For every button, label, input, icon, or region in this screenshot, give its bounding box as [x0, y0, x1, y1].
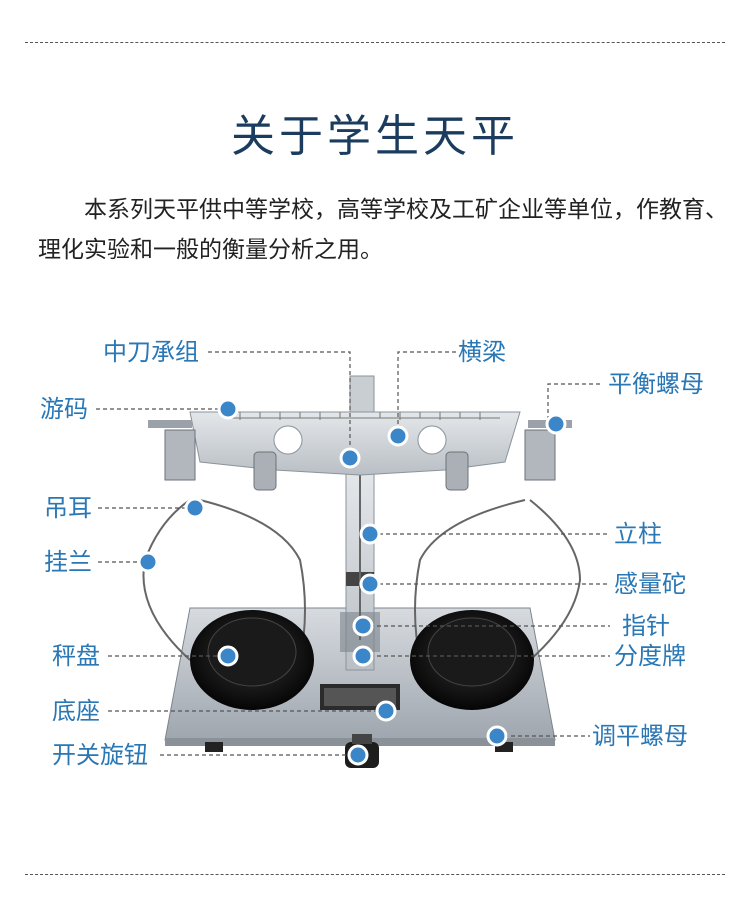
marker-gualan [137, 551, 159, 573]
marker-kaiguan [347, 744, 369, 766]
label-hengliang: 横梁 [458, 338, 506, 366]
marker-youma [217, 398, 239, 420]
label-youma: 游码 [40, 395, 88, 423]
marker-diaoer [184, 497, 206, 519]
label-ganliangtuo: 感量砣 [614, 570, 686, 598]
beam-graphic [148, 411, 572, 491]
label-fendupai: 分度牌 [614, 642, 686, 670]
label-gualan: 挂兰 [44, 548, 92, 576]
intro-paragraph: 本系列天平供中等学校，高等学校及工矿企业等单位，作教育、理化实验和一般的衡量分析… [38, 197, 728, 263]
label-tiaoping: 调平螺母 [592, 722, 688, 750]
page-title: 关于学生天平 [231, 111, 519, 162]
callout-markers [137, 398, 567, 766]
marker-dizuo [375, 700, 397, 722]
label-dizuo: 底座 [52, 697, 100, 725]
scale-pans [190, 610, 534, 710]
label-zhongdao: 中刀承组 [103, 338, 199, 366]
marker-tiaoping [486, 725, 508, 747]
label-pingheng: 平衡螺母 [608, 370, 704, 398]
marker-ganliangtuo [359, 573, 381, 595]
marker-zhizhen [352, 615, 374, 637]
label-zhizhen: 指针 [622, 612, 670, 640]
marker-hengliang [387, 425, 409, 447]
label-lizhu: 立柱 [614, 520, 662, 548]
label-chengpan: 秤盘 [52, 642, 100, 670]
marker-chengpan [217, 645, 239, 667]
marker-pingheng [545, 413, 567, 435]
top-divider [25, 42, 725, 43]
label-diaoer: 吊耳 [44, 494, 92, 522]
bottom-divider [25, 874, 725, 875]
label-kaiguan: 开关旋钮 [52, 741, 148, 769]
marker-lizhu [359, 523, 381, 545]
marker-fendupai [352, 645, 374, 667]
marker-zhongdao [339, 447, 361, 469]
leader-lines [96, 351, 610, 756]
